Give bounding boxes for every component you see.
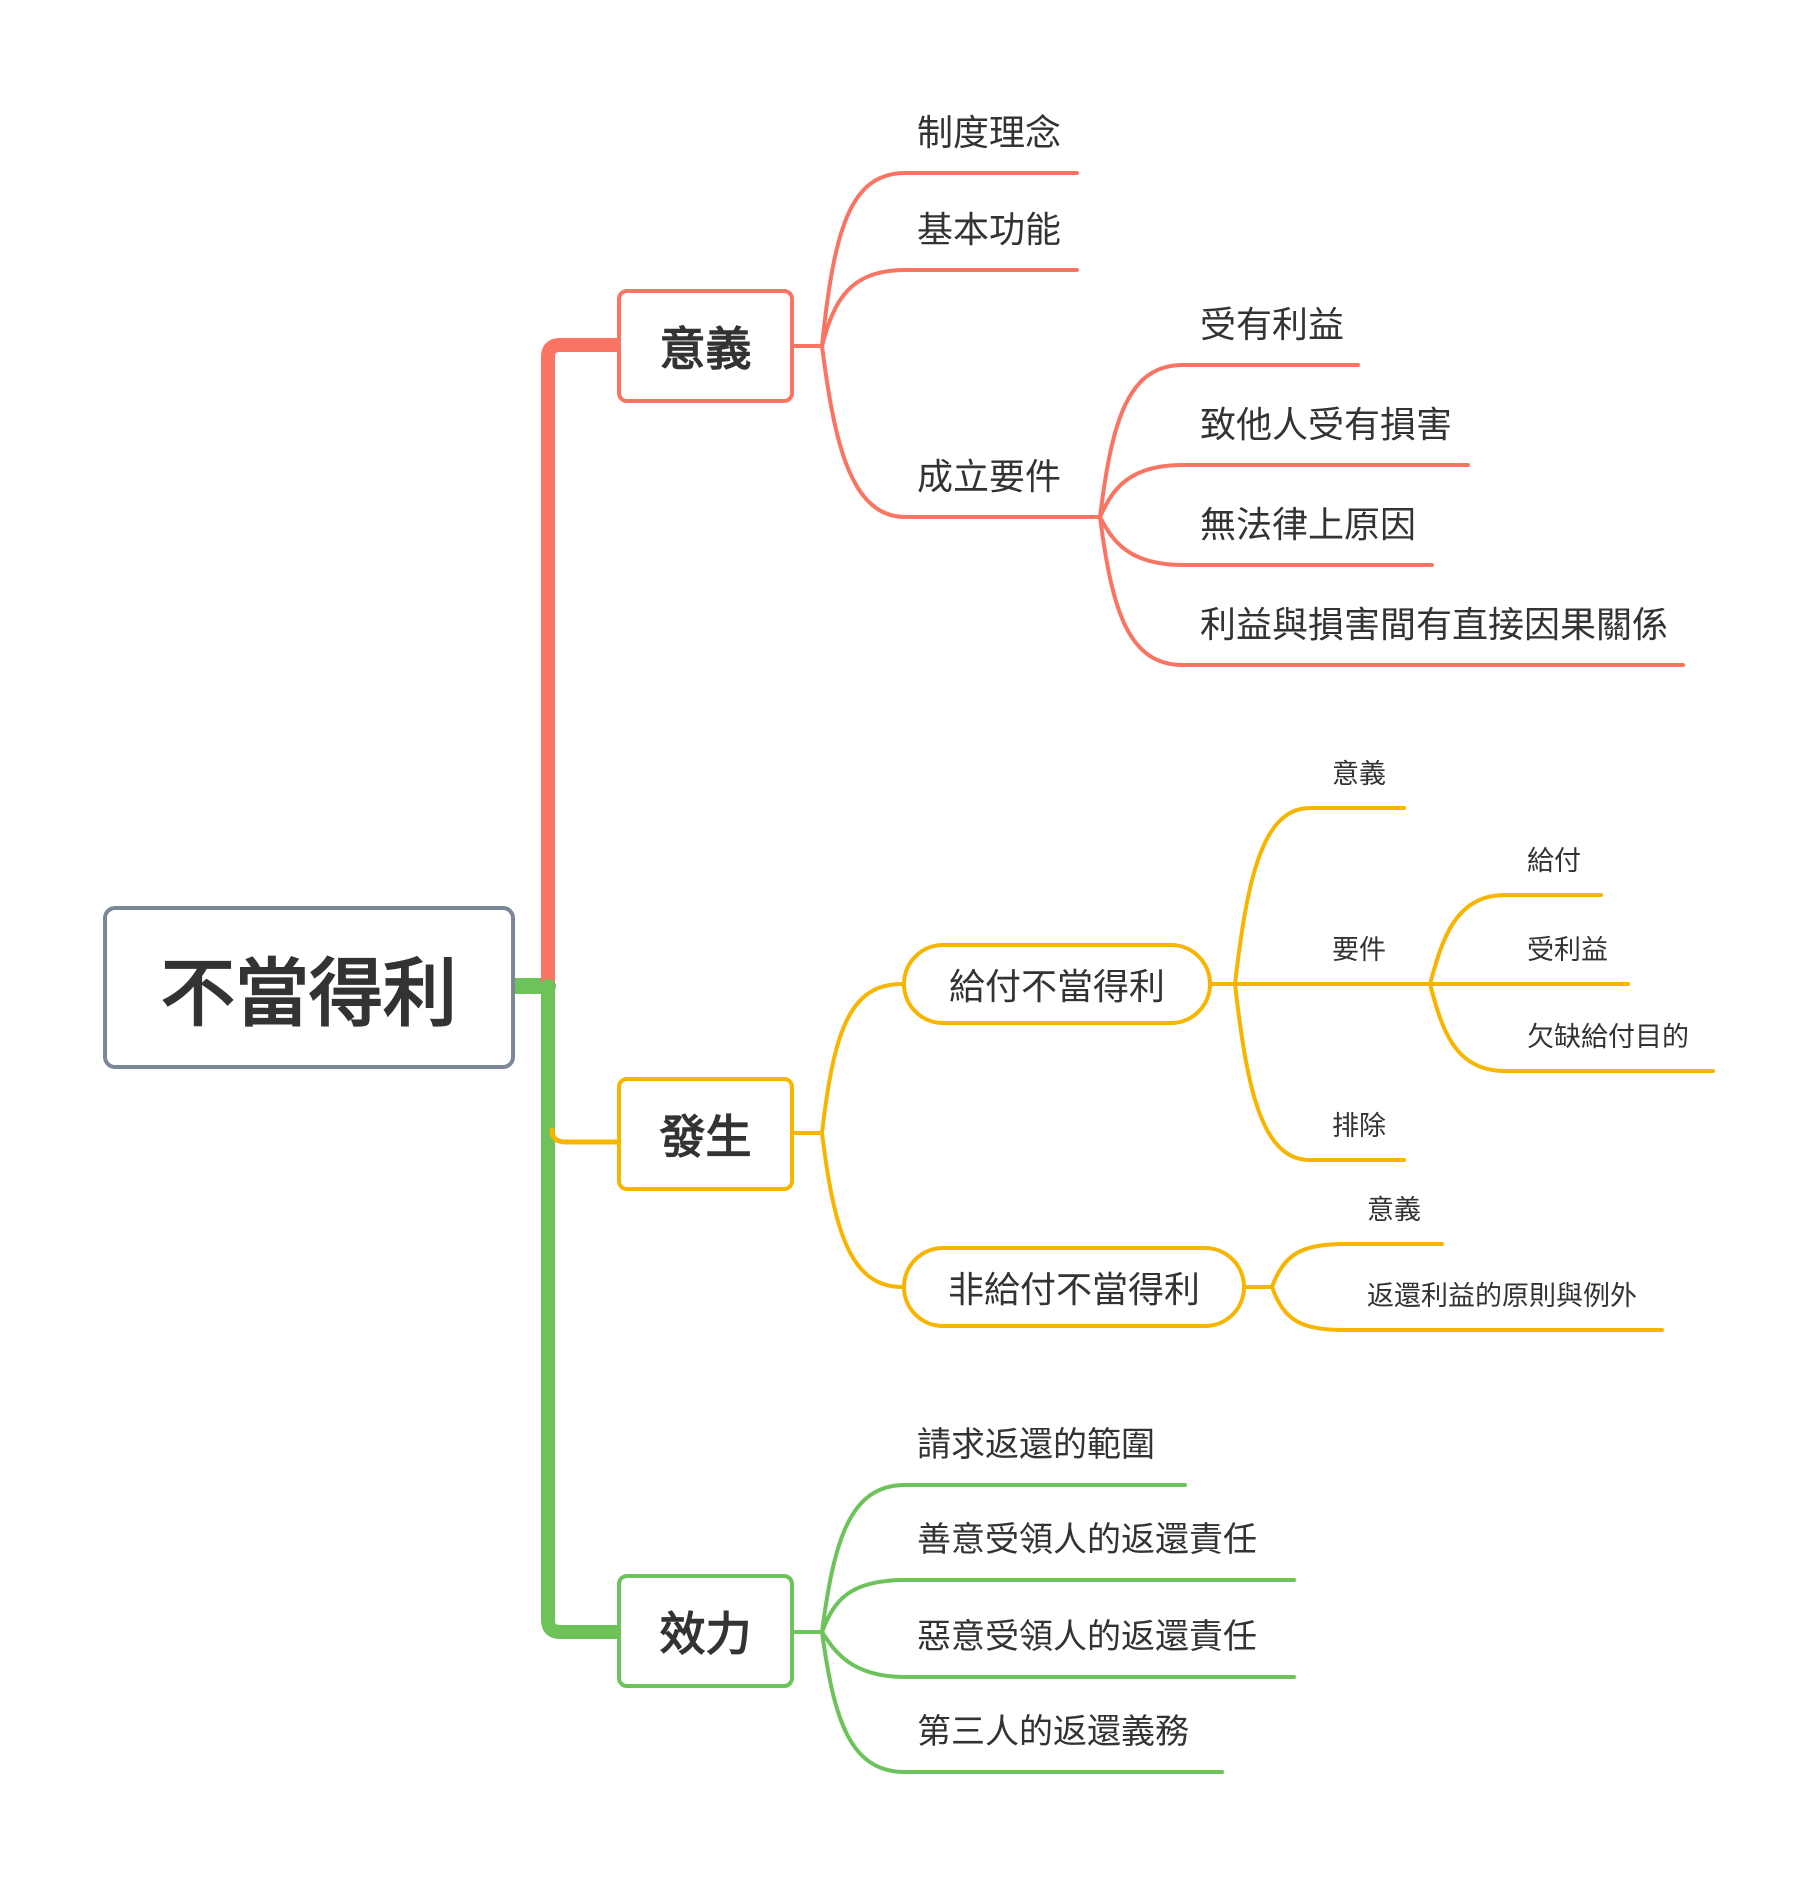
performance-req-benefit[interactable]: 受利益 <box>1527 935 1608 966</box>
performance-item-meaning[interactable]: 意義 <box>1332 759 1386 790</box>
performance-req-no-purpose[interactable]: 欠缺給付目的 <box>1527 1022 1689 1053</box>
meaning-item-requirements[interactable]: 成立要件 <box>917 457 1062 498</box>
topic-occurrence[interactable]: 發生 <box>617 1077 794 1191</box>
requirement-causation[interactable]: 利益與損害間有直接因果關係 <box>1200 605 1669 646</box>
performance-req-giving[interactable]: 給付 <box>1527 846 1581 877</box>
performance-item-requirements[interactable]: 要件 <box>1332 935 1386 966</box>
meaning-item-function[interactable]: 基本功能 <box>917 210 1062 251</box>
requirement-loss[interactable]: 致他人受有損害 <box>1200 405 1453 446</box>
effect-item-good-faith[interactable]: 善意受領人的返還責任 <box>917 1520 1257 1560</box>
requirement-benefit[interactable]: 受有利益 <box>1200 305 1345 346</box>
topic-effect[interactable]: 效力 <box>617 1574 794 1688</box>
requirement-no-legal-cause[interactable]: 無法律上原因 <box>1200 505 1417 546</box>
topic-meaning[interactable]: 意義 <box>617 289 794 403</box>
non-performance-item-meaning[interactable]: 意義 <box>1367 1195 1421 1226</box>
effect-item-scope[interactable]: 請求返還的範圍 <box>917 1425 1155 1465</box>
subtopic-performance[interactable]: 給付不當得利 <box>902 943 1212 1025</box>
non-performance-item-return-rule[interactable]: 返還利益的原則與例外 <box>1367 1281 1637 1312</box>
effect-item-third-party[interactable]: 第三人的返還義務 <box>917 1712 1189 1752</box>
root-node[interactable]: 不當得利 <box>103 906 515 1069</box>
subtopic-non-performance[interactable]: 非給付不當得利 <box>902 1246 1246 1328</box>
meaning-item-concept[interactable]: 制度理念 <box>917 113 1062 154</box>
performance-item-exclusion[interactable]: 排除 <box>1332 1111 1386 1142</box>
effect-item-bad-faith[interactable]: 惡意受領人的返還責任 <box>917 1617 1257 1657</box>
